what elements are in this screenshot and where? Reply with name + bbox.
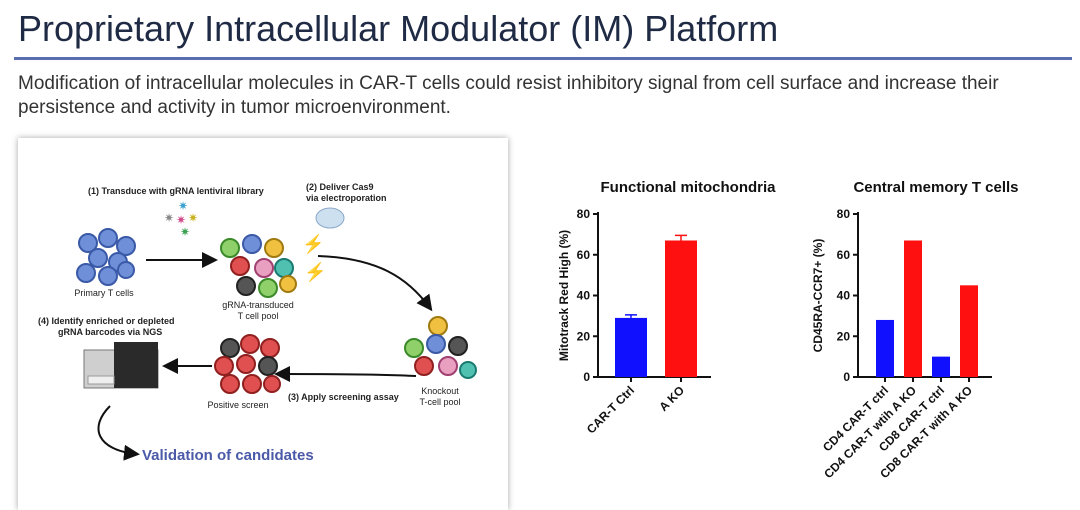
primary-cells-label: Primary T cells <box>74 288 134 298</box>
step3-label: (3) Apply screening assay <box>288 392 399 402</box>
bar-cd4-car-t-ctrl <box>876 319 894 377</box>
y-tick-label: 0 <box>583 370 590 384</box>
y-tick-label: 80 <box>837 207 851 221</box>
y-axis-label: Mitotrack Red High (%) <box>557 230 571 361</box>
positive-screen-label: Positive screen <box>207 400 268 410</box>
y-tick-label: 60 <box>837 248 851 262</box>
workflow-diagram: Primary T cells (1) Transduce with gRNA … <box>38 182 477 464</box>
bar-car-t-ctrl <box>615 317 647 377</box>
svg-text:✷: ✷ <box>176 213 186 227</box>
step4-label-2: gRNA barcodes via NGS <box>58 327 162 337</box>
y-tick-label: 20 <box>837 329 851 343</box>
y-tick-label: 0 <box>843 370 850 384</box>
knockout-cells-cluster <box>404 316 477 379</box>
primary-t-cells-cluster <box>76 228 136 286</box>
step4-label-1: (4) Identify enriched or depleted <box>38 316 175 326</box>
chart-title: Central memory T cells <box>853 179 1018 196</box>
bar-cd8-car-t-with-a-ko <box>960 285 978 377</box>
step2-label-2: via electroporation <box>306 193 387 203</box>
screening-arrow <box>274 366 417 383</box>
knockout-label-1: Knockout <box>421 386 459 396</box>
y-tick-label: 40 <box>837 289 851 303</box>
validation-label: Validation of candidates <box>142 447 314 464</box>
svg-text:✷: ✷ <box>164 211 174 225</box>
cas9-cloud-icon <box>315 207 345 229</box>
x-tick-label: A KO <box>656 383 687 414</box>
y-tick-label: 20 <box>577 329 591 343</box>
grna-transduced-cells-cluster <box>220 234 297 298</box>
bar-cd4-car-t-wtih-a-ko <box>904 240 922 377</box>
title-divider <box>14 57 1072 60</box>
workflow-diagram-panel: Primary T cells (1) Transduce with gRNA … <box>18 138 508 510</box>
x-tick-label: CAR-T Ctrl <box>584 383 637 436</box>
lightning-icon: ⚡ <box>302 233 324 255</box>
svg-text:✷: ✷ <box>188 211 198 225</box>
validation-arrow <box>97 405 140 461</box>
y-tick-label: 80 <box>577 207 591 221</box>
transduced-label-2: T cell pool <box>238 311 279 321</box>
electroporation-arrow <box>317 255 433 312</box>
lightning-icon: ⚡ <box>304 261 326 283</box>
bar-a-ko <box>665 240 697 377</box>
positive-screen-cells-cluster <box>214 334 281 394</box>
lentivirus-icon: ✷ ✷ ✷ ✷ ✷ <box>164 199 198 239</box>
svg-text:✷: ✷ <box>180 225 190 239</box>
transduced-label-1: gRNA-transduced <box>222 300 294 310</box>
step1-label: (1) Transduce with gRNA lentiviral libra… <box>88 186 264 196</box>
svg-text:✷: ✷ <box>178 199 188 213</box>
y-axis-label: CD45RA-CCR7+ (%) <box>811 239 825 353</box>
step2-label-1: (2) Deliver Cas9 <box>306 182 374 192</box>
bar-cd8-car-t-ctrl <box>932 356 950 377</box>
chart-title: Functional mitochondria <box>601 179 777 196</box>
y-tick-label: 40 <box>577 289 591 303</box>
sequencer-icon <box>83 342 159 389</box>
slide-title: Proprietary Intracellular Modulator (IM)… <box>18 8 779 49</box>
y-tick-label: 60 <box>577 248 591 262</box>
knockout-label-2: T-cell pool <box>419 397 460 407</box>
slide-subtitle: Modification of intracellular molecules … <box>18 73 999 118</box>
